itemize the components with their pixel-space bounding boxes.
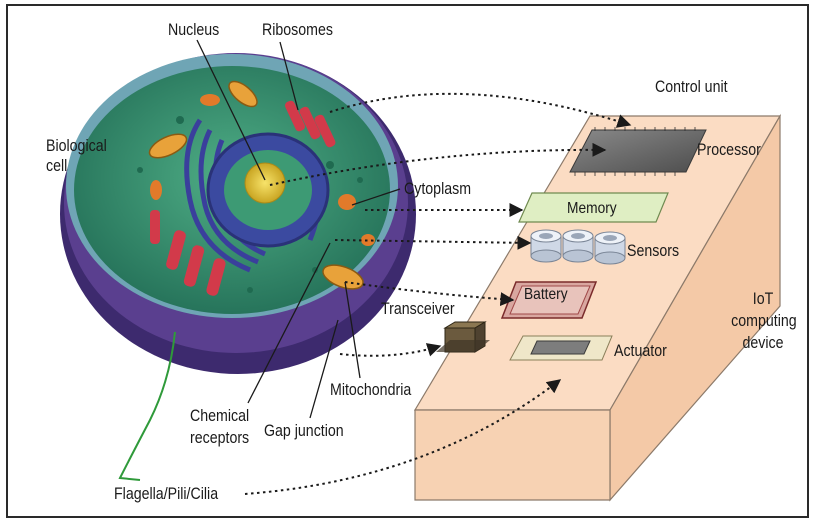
label-transceiver: Transceiver [381,300,455,319]
nucleolus [245,163,285,203]
device-front-face [415,410,610,500]
label-mitochondria: Mitochondria [330,381,411,400]
label-ribosomes: Ribosomes [262,21,333,40]
label-actuator: Actuator [614,342,667,361]
transceiver-block [436,322,490,352]
label-biological-cell-2: cell [46,157,67,176]
label-control-unit: Control unit [655,78,728,97]
label-chemical-receptors-2: receptors [190,429,249,448]
processor-die [570,130,706,172]
label-chemical-receptors-1: Chemical [190,407,249,426]
label-biological-cell-1: Biological [46,137,107,156]
sensor-cylinder [531,230,561,262]
label-battery: Battery [524,285,568,304]
sensor-cylinder [595,232,625,264]
label-sensors: Sensors [627,242,679,261]
label-iot-2: computing [731,312,795,331]
actuator-block [510,336,612,360]
label-iot-1: IoT [731,290,795,309]
label-cytoplasm: Cytoplasm [404,180,471,199]
sensors-group [531,230,625,264]
label-nucleus: Nucleus [168,21,219,40]
label-memory: Memory [567,199,617,218]
label-flagella: Flagella/Pili/Cilia [114,485,218,504]
label-gap-junction: Gap junction [264,422,344,441]
label-processor: Processor [697,141,761,160]
processor-chip [570,127,706,176]
sensor-cylinder [563,230,593,262]
label-iot-3: device [731,334,795,353]
iot-device-board [415,116,780,500]
